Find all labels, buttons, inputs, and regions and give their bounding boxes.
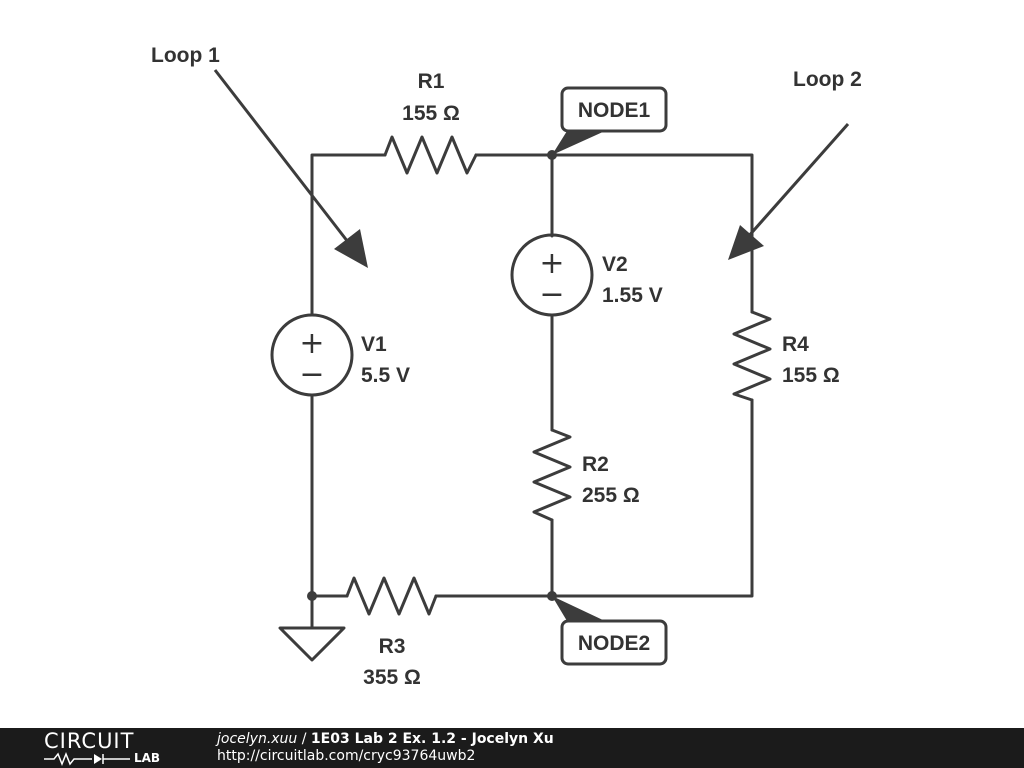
v2-plus-sign: + — [539, 246, 564, 281]
footer-bar: CIRCUIT LAB jocelyn.xuu / 1E03 Lab 2 Ex.… — [0, 728, 1024, 768]
title-separator: / — [297, 731, 311, 747]
loop2-label: Loop 2 — [793, 68, 862, 91]
loop1-arrow — [213, 69, 368, 268]
wire-v1-r3 — [310, 393, 349, 598]
r1-value: 155 Ω — [402, 102, 460, 125]
circuit-schematic: + − + − NODE1 NODE2 Loop 1 Loop 2 R1 155… — [151, 44, 862, 689]
loop1-label: Loop 1 — [151, 44, 220, 67]
ground-symbol[interactable] — [278, 626, 346, 662]
wire-r4-bottom-right — [550, 398, 754, 598]
r3-value: 355 Ω — [363, 666, 421, 689]
r2-value: 255 Ω — [582, 484, 640, 507]
wire-top-right — [550, 153, 754, 314]
v1-plus-sign: + — [299, 326, 324, 361]
r1-name: R1 — [418, 70, 445, 93]
v1-value: 5.5 V — [361, 364, 410, 387]
circuitlab-logo[interactable]: CIRCUIT LAB — [44, 730, 174, 766]
r4-value: 155 Ω — [782, 364, 840, 387]
v2-value: 1.55 V — [602, 284, 663, 307]
r2-name: R2 — [582, 453, 609, 476]
v2-name: V2 — [602, 253, 628, 276]
resistor-r2[interactable] — [532, 428, 572, 522]
logo-text-lab: LAB — [134, 751, 161, 765]
node2-label: NODE2 — [578, 632, 650, 655]
circuit-title-line: jocelyn.xuu / 1E03 Lab 2 Ex. 1.2 - Jocel… — [217, 731, 554, 748]
r4-name: R4 — [782, 333, 809, 356]
node1-label: NODE1 — [578, 99, 651, 122]
r3-name: R3 — [379, 635, 406, 658]
wire-top-left — [310, 153, 387, 316]
junction-ground — [307, 591, 317, 601]
node1-label-box[interactable]: NODE1 — [552, 86, 668, 155]
logo-waveform-icon — [44, 752, 130, 766]
loop2-arrow — [728, 123, 850, 260]
resistor-r1[interactable] — [383, 135, 478, 175]
v1-name: V1 — [361, 333, 387, 356]
voltage-source-v2[interactable]: + − — [510, 233, 594, 317]
author-link[interactable]: jocelyn.xuu — [217, 731, 298, 747]
logo-text-circuit: CIRCUIT — [44, 729, 135, 753]
v2-minus-sign: − — [539, 277, 564, 312]
circuit-title[interactable]: 1E03 Lab 2 Ex. 1.2 - Jocelyn Xu — [310, 731, 554, 747]
wires — [310, 153, 754, 630]
resistor-r3[interactable] — [345, 576, 438, 616]
node2-label-box[interactable]: NODE2 — [552, 596, 668, 666]
resistor-r4[interactable] — [732, 310, 772, 402]
v1-minus-sign: − — [299, 357, 324, 392]
circuit-info: jocelyn.xuu / 1E03 Lab 2 Ex. 1.2 - Jocel… — [217, 731, 554, 765]
voltage-source-v1[interactable]: + − — [270, 313, 354, 397]
circuit-url[interactable]: http://circuitlab.com/cryc93764uwb2 — [217, 748, 476, 764]
